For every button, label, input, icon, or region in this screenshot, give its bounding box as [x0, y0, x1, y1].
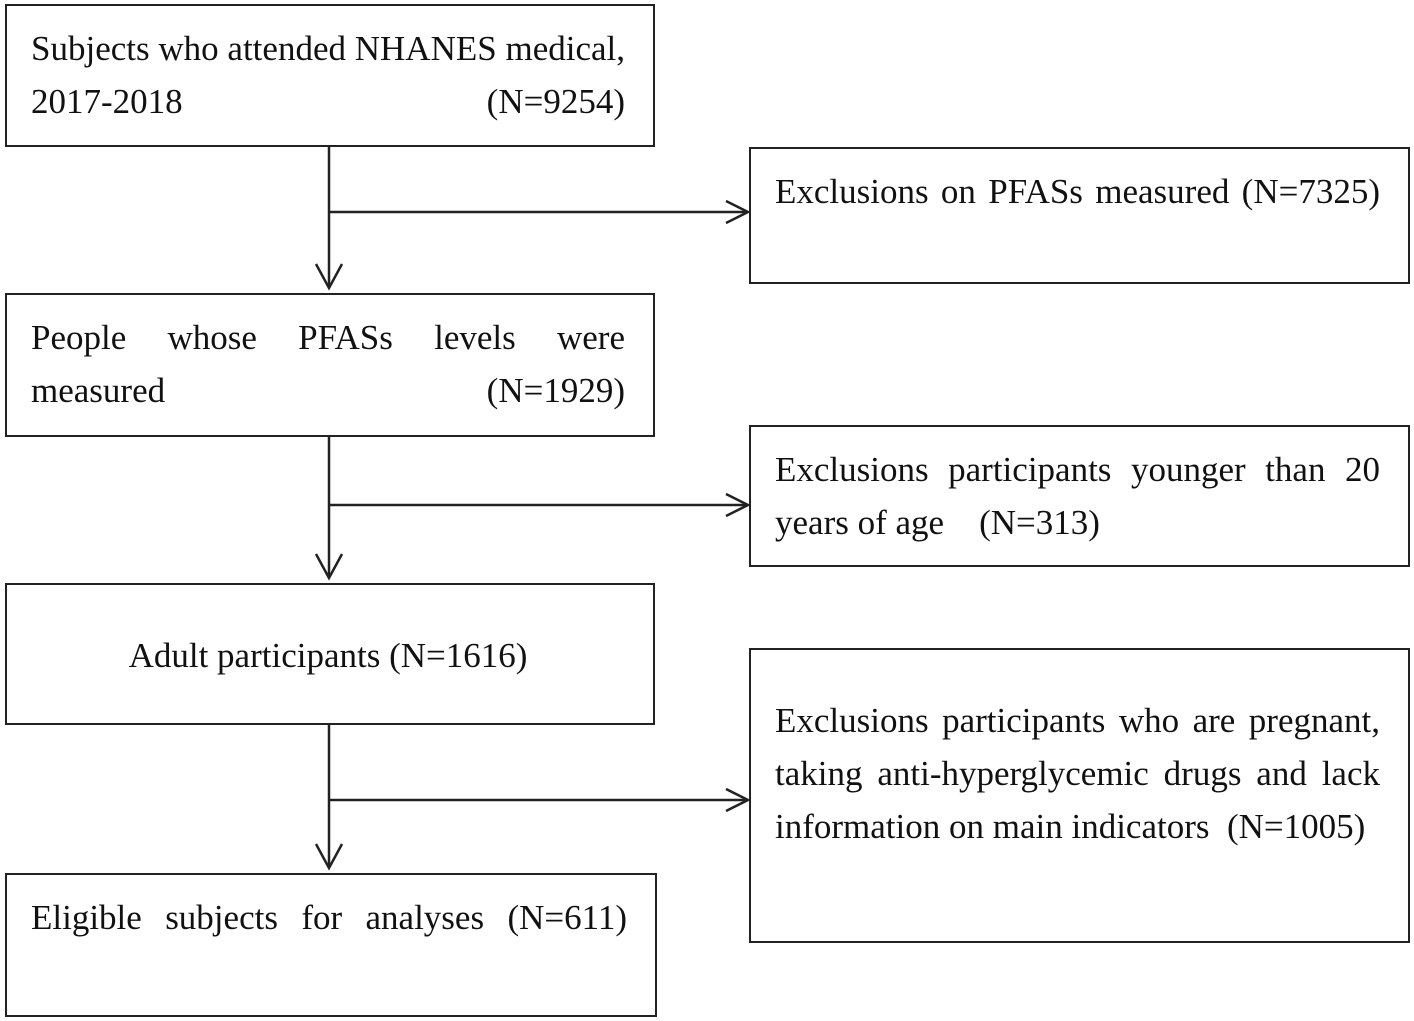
arrowhead-right-2	[725, 492, 751, 518]
box-start-population: Subjects who attended NHANES medical, 20…	[5, 4, 655, 147]
box-adult-participants: Adult participants (N=1616)	[5, 583, 655, 725]
box-start-population-text: Subjects who attended NHANES medical, 20…	[31, 29, 625, 121]
box-exclusion-other: Exclusions participants who are pregnant…	[749, 648, 1410, 943]
box-adult-participants-text: Adult participants (N=1616)	[128, 636, 528, 675]
box-pfas-measured-text: People whose PFASs levels were measured …	[31, 318, 625, 410]
arrowhead-down-1	[314, 263, 344, 291]
box-exclusion-pfas-text: Exclusions on PFASs measured (N=7325)	[775, 172, 1380, 211]
box-exclusion-other-text: Exclusions participants who are pregnant…	[775, 701, 1389, 846]
box-eligible-subjects: Eligible subjects for analyses (N=611)	[5, 873, 657, 1017]
box-pfas-measured: People whose PFASs levels were measured …	[5, 293, 655, 437]
arrowhead-right-3	[725, 787, 751, 813]
box-exclusion-age-text: Exclusions participants younger than 20 …	[775, 450, 1389, 542]
box-exclusion-pfas: Exclusions on PFASs measured (N=7325)	[749, 147, 1410, 284]
arrowhead-down-3	[314, 843, 344, 871]
arrowhead-right-1	[725, 199, 751, 225]
box-eligible-subjects-text: Eligible subjects for analyses (N=611)	[31, 898, 627, 937]
box-exclusion-age: Exclusions participants younger than 20 …	[749, 425, 1410, 567]
arrowhead-down-2	[314, 553, 344, 581]
